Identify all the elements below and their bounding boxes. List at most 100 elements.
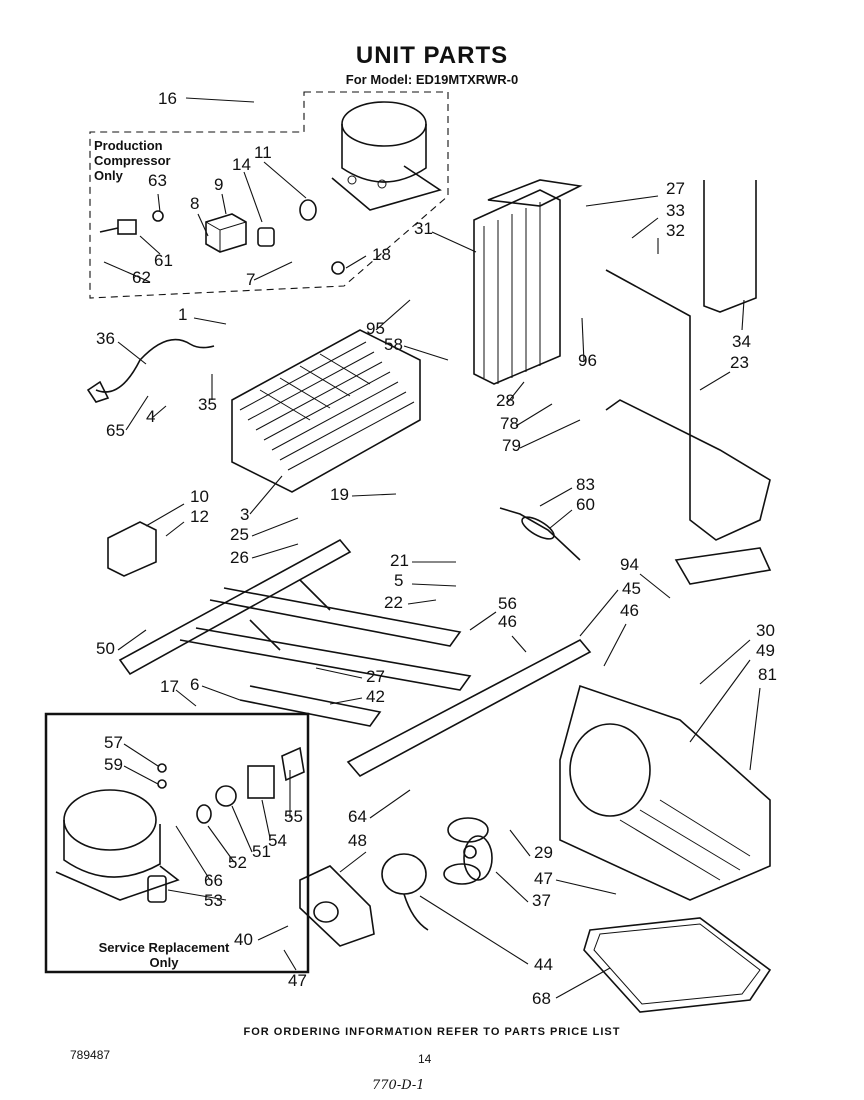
callout-35: 35 [198, 395, 217, 414]
callout-95: 95 [366, 319, 385, 338]
production-label-line: Production [94, 138, 163, 153]
callout-21: 21 [390, 551, 409, 570]
production-label-line: Compressor [94, 153, 171, 168]
callout-14: 14 [232, 155, 251, 174]
fan-motor-icon [381, 853, 429, 931]
drier-icon [499, 507, 581, 561]
production-box-outline [89, 91, 449, 299]
clip-icon [299, 199, 317, 221]
callout-40: 40 [234, 930, 253, 949]
callout-46-right: 46 [620, 601, 639, 620]
callout-25: 25 [230, 525, 249, 544]
service-parts-icon [147, 746, 305, 903]
callout-60: 60 [576, 495, 595, 514]
callout-23: 23 [730, 353, 749, 372]
callout-52: 52 [228, 853, 247, 872]
callout-42: 42 [366, 687, 385, 706]
callout-61: 61 [154, 251, 173, 270]
callout-55: 55 [284, 807, 303, 826]
callout-45: 45 [622, 579, 641, 598]
callout-59: 59 [104, 755, 123, 774]
callout-34: 34 [732, 332, 751, 351]
service-compressor-icon [55, 789, 180, 901]
callout-49: 49 [756, 641, 775, 660]
callout-48: 48 [348, 831, 367, 850]
callout-27: 27 [666, 179, 685, 198]
callout-68: 68 [532, 989, 551, 1008]
callout-30: 30 [756, 621, 775, 640]
callout-47: 47 [534, 869, 553, 888]
callout-83: 83 [576, 475, 595, 494]
callout-54: 54 [268, 831, 287, 850]
callout-12: 12 [190, 507, 209, 526]
callout-17: 17 [160, 677, 179, 696]
compressor-icon [331, 101, 442, 211]
callout-9: 9 [214, 175, 223, 194]
callout-46: 46 [498, 612, 517, 631]
callout-53: 53 [204, 891, 223, 910]
document-number: 789487 [70, 1048, 111, 1062]
callout-50: 50 [96, 639, 115, 658]
grommet-icon [331, 261, 345, 275]
callout-1: 1 [178, 305, 187, 324]
callout-6: 6 [190, 675, 199, 694]
callout-44: 44 [534, 955, 553, 974]
handwritten-note: 770-D-1 [372, 1078, 425, 1093]
fan-housing-icon [559, 684, 771, 901]
base-frame-icon [118, 538, 472, 727]
fan-blade-icon [443, 817, 493, 885]
callout-63: 63 [148, 171, 167, 190]
callout-56: 56 [498, 594, 517, 613]
callout-22: 22 [384, 593, 403, 612]
callout-81: 81 [758, 665, 777, 684]
page-number: 14 [418, 1052, 432, 1066]
callout-29: 29 [534, 843, 553, 862]
bracket-icon [107, 521, 157, 577]
production-compressor-label: Production Compressor Only [94, 138, 171, 183]
callout-32: 32 [666, 221, 685, 240]
callout-26: 26 [230, 548, 249, 567]
drain-pan-icon [583, 917, 772, 1013]
ordering-info-note: FOR ORDERING INFORMATION REFER TO PARTS … [243, 1026, 621, 1038]
callout-47-lower: 47 [288, 971, 307, 990]
callout-58: 58 [384, 335, 403, 354]
leader-lines [103, 97, 761, 999]
service-replacement-label: Service Replacement Only [94, 940, 234, 970]
service-box-outline [44, 712, 310, 974]
callout-19: 19 [330, 485, 349, 504]
callout-27-lower: 27 [366, 667, 385, 686]
callout-51: 51 [252, 842, 271, 861]
service-label-line: Only [149, 955, 179, 970]
callout-11: 11 [254, 143, 272, 162]
relay-cover-icon [205, 213, 247, 253]
overload-icon [257, 227, 275, 247]
callout-18: 18 [372, 245, 391, 264]
callout-96: 96 [578, 351, 597, 370]
page-title: UNIT PARTS [355, 42, 509, 69]
callout-28: 28 [496, 391, 515, 410]
callout-numbers: 16 11 14 9 8 63 61 62 7 18 27 33 31 32 9… [96, 89, 777, 1008]
callout-64: 64 [348, 807, 367, 826]
callout-16: 16 [158, 89, 177, 108]
callout-78: 78 [500, 414, 519, 433]
heater-wire-icon [86, 338, 215, 403]
callout-66: 66 [204, 871, 223, 890]
callout-94: 94 [620, 555, 639, 574]
model-subtitle: For Model: ED19MTXRWR-0 [345, 72, 519, 87]
callout-62: 62 [132, 268, 151, 287]
motor-bracket-icon [299, 865, 375, 947]
callout-37: 37 [532, 891, 551, 910]
callout-10: 10 [190, 487, 209, 506]
service-label-line: Service Replacement [98, 940, 230, 955]
production-label-line: Only [94, 168, 123, 183]
callout-31: 31 [414, 219, 433, 238]
callout-57: 57 [104, 733, 123, 752]
callout-5: 5 [394, 571, 403, 590]
callout-33: 33 [666, 201, 685, 220]
callout-79: 79 [502, 436, 521, 455]
callout-36: 36 [96, 329, 115, 348]
evaporator-coil-icon [231, 329, 421, 493]
callout-8: 8 [190, 194, 199, 213]
condenser-coil-icon [473, 179, 583, 385]
